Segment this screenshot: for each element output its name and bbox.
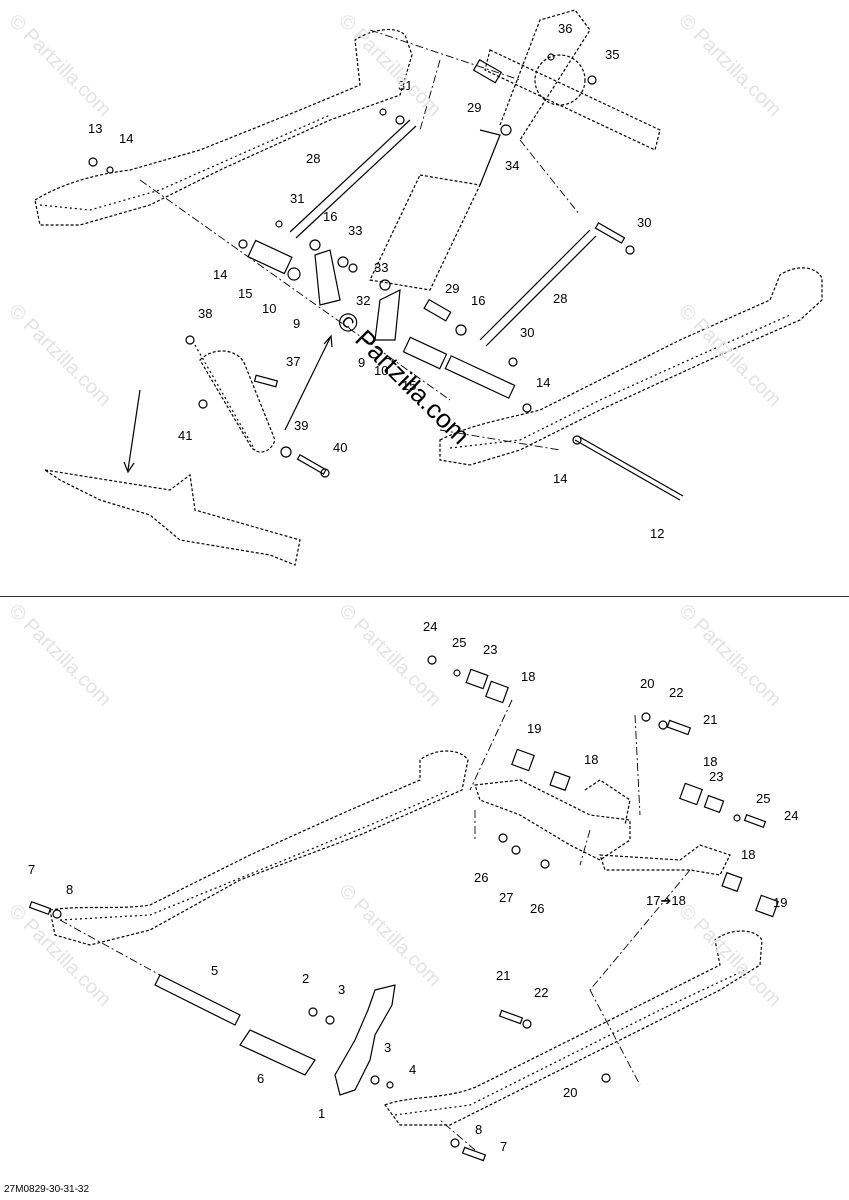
top-callout-15: 15 xyxy=(402,378,416,393)
top-callout-40: 40 xyxy=(333,440,347,455)
top-callout-32: 32 xyxy=(356,293,370,308)
bottom-callout-23: 23 xyxy=(483,642,497,657)
top-callout-31: 31 xyxy=(290,191,304,206)
bottom-callout-2: 2 xyxy=(302,971,309,986)
bottom-callout-8: 8 xyxy=(475,1122,482,1137)
upper-axle xyxy=(484,49,661,151)
top-callout-36: 36 xyxy=(558,21,572,36)
bottom-callout-7: 7 xyxy=(500,1139,507,1154)
bottom-callout-7: 7 xyxy=(28,862,35,877)
small-hardware-top xyxy=(88,53,635,478)
spacer-15-right xyxy=(402,336,448,370)
link-arm-9-left xyxy=(314,249,341,306)
tube-5 xyxy=(154,974,241,1026)
bottom-callout-4: 4 xyxy=(409,1062,416,1077)
top-callout-29: 29 xyxy=(445,281,459,296)
top-callout-15: 15 xyxy=(238,286,252,301)
bracket-1 xyxy=(334,984,396,1096)
bottom-callout-26: 26 xyxy=(474,870,488,885)
top-callout-9: 9 xyxy=(358,355,365,370)
top-callout-28: 28 xyxy=(553,291,567,306)
section-divider xyxy=(0,596,849,597)
top-callout-37: 37 xyxy=(286,354,300,369)
rail-left-bottom xyxy=(49,750,469,946)
top-callout-39: 39 xyxy=(294,418,308,433)
bottom-callout-18: 18 xyxy=(521,669,535,684)
arrow-up-right xyxy=(284,337,331,431)
rod-28-b xyxy=(479,229,591,341)
rear-shock xyxy=(194,344,276,453)
rod-28-a xyxy=(289,119,411,233)
bottom-callout-25: 25 xyxy=(756,791,770,806)
bottom-callout-18: 18 xyxy=(703,754,717,769)
rail-right-bottom xyxy=(384,930,763,1126)
top-callout-29: 29 xyxy=(467,100,481,115)
top-callout-12: 12 xyxy=(650,526,664,541)
bottom-callout-18: 18 xyxy=(584,752,598,767)
top-callout-35: 35 xyxy=(605,47,619,62)
rear-arm-assembly xyxy=(44,469,301,566)
spacer-15-left xyxy=(247,239,293,275)
top-callout-38: 38 xyxy=(198,306,212,321)
small-hardware-bottom xyxy=(28,655,779,1162)
top-callout-14: 14 xyxy=(536,375,550,390)
arrow-down-left xyxy=(127,389,141,471)
bottom-callout-22: 22 xyxy=(534,985,548,1000)
bottom-callout-19: 19 xyxy=(773,895,787,910)
top-callout-14: 14 xyxy=(553,471,567,486)
leader-lines-bottom xyxy=(59,699,691,1151)
bottom-callout-20: 20 xyxy=(640,676,654,691)
bottom-callout-18: 18 xyxy=(741,847,755,862)
bottom-callout-22: 22 xyxy=(669,685,683,700)
bottom-callout-21: 21 xyxy=(703,712,717,727)
front-arm-assembly xyxy=(474,779,731,876)
top-callout-30: 30 xyxy=(520,325,534,340)
top-callout-31: 31 xyxy=(398,78,412,93)
leader-lines-top xyxy=(139,29,581,451)
bottom-callout-27: 27 xyxy=(499,890,513,905)
top-callout-10: 10 xyxy=(374,363,388,378)
bottom-callout-24: 24 xyxy=(784,808,798,823)
bottom-callout-21: 21 xyxy=(496,968,510,983)
bottom-callout-6: 6 xyxy=(257,1071,264,1086)
tube-6 xyxy=(239,1029,316,1076)
top-callout-33: 33 xyxy=(374,260,388,275)
bolt-12 xyxy=(574,439,681,501)
bottom-callout-23: 23 xyxy=(709,769,723,784)
top-callout-34: 34 xyxy=(505,158,519,173)
top-callout-16: 16 xyxy=(471,293,485,308)
top-callout-14: 14 xyxy=(119,131,133,146)
bottom-callout-3: 3 xyxy=(384,1040,391,1055)
bottom-callout-25: 25 xyxy=(452,635,466,650)
bottom-callout-1: 1 xyxy=(318,1106,325,1121)
rail-left-top xyxy=(34,28,413,226)
top-callout-33: 33 xyxy=(348,223,362,238)
bottom-callout-19: 19 xyxy=(527,721,541,736)
top-callout-28: 28 xyxy=(306,151,320,166)
rail-right-top xyxy=(439,267,823,466)
bottom-callout-17-18: 17➔18 xyxy=(646,893,686,908)
link-arm-9-right xyxy=(374,288,401,341)
bottom-callout-8: 8 xyxy=(66,882,73,897)
top-callout-9: 9 xyxy=(293,316,300,331)
top-callout-16: 16 xyxy=(323,209,337,224)
bottom-callout-26: 26 xyxy=(530,901,544,916)
bottom-callout-5: 5 xyxy=(211,963,218,978)
top-callout-10: 10 xyxy=(262,301,276,316)
bottom-callout-24: 24 xyxy=(423,619,437,634)
bottom-callout-3: 3 xyxy=(338,982,345,997)
top-callout-14: 14 xyxy=(213,267,227,282)
top-callout-41: 41 xyxy=(178,428,192,443)
top-callout-30: 30 xyxy=(637,215,651,230)
spacer-14 xyxy=(444,355,516,399)
top-callout-13: 13 xyxy=(88,121,102,136)
figure-code: 27M0829-30-31-32 xyxy=(4,1184,90,1195)
bottom-callout-20: 20 xyxy=(563,1085,577,1100)
shock-absorber-center xyxy=(369,9,591,291)
